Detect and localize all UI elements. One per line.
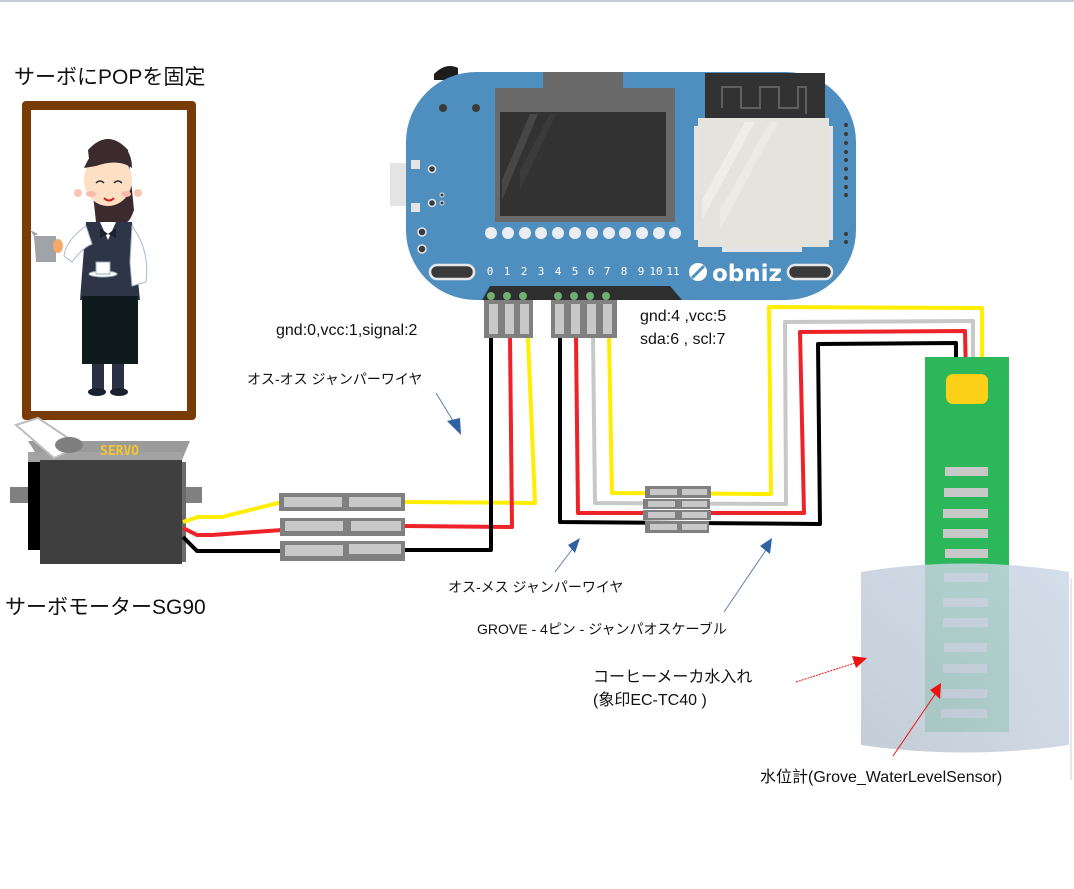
grove-cable-label: GROVE - 4ピン - ジャンパオスケーブル — [477, 621, 727, 637]
waitress-illustration — [30, 139, 148, 396]
callout-line-grove — [723, 546, 769, 613]
pin-label: 5 — [572, 265, 579, 278]
servo-wire-vcc — [182, 526, 283, 537]
arrow-icon — [930, 683, 941, 699]
servo-wire-gnd — [181, 535, 282, 553]
pin-label: 11 — [666, 265, 679, 278]
mount-slot-left — [428, 263, 476, 281]
sensor-wire-vcc — [574, 329, 968, 515]
servo-motor: SERVO — [10, 416, 202, 564]
pin-label: 1 — [504, 265, 511, 278]
pop-frame — [22, 101, 196, 420]
callout-arrows — [435, 392, 772, 613]
male-female-wire-label: オス-メス ジャンパーワイヤ — [448, 579, 624, 595]
led-row — [485, 227, 681, 239]
callout-line-male-male — [435, 392, 456, 425]
jumper-wire-signal — [403, 337, 537, 505]
pop-fix-label: サーボにPOPを固定 — [14, 66, 206, 89]
pin-label: 6 — [588, 265, 595, 278]
water-tank-label-line2: (象印EC-TC40 ) — [593, 692, 707, 709]
water-tank — [861, 563, 1072, 780]
arrow-icon — [760, 538, 772, 554]
sensor-wires — [558, 305, 984, 526]
servo-wire-signal — [182, 500, 283, 524]
servo-shaft — [55, 437, 83, 453]
sensor-pin-assignment: gnd:4 ,vcc:5 sda:6 , scl:7 — [640, 305, 726, 351]
pin-label: 7 — [604, 265, 611, 278]
male-male-jumpers — [279, 493, 405, 561]
servo-body — [40, 460, 182, 564]
arrow-icon — [568, 538, 580, 553]
jumper-wire-vcc — [403, 337, 514, 529]
grove-jumper-housings — [643, 486, 711, 533]
sensor-pin-line2: sda:6 , scl:7 — [640, 331, 726, 348]
pin-label: 3 — [538, 265, 545, 278]
servo-print: SERVO — [100, 444, 139, 459]
sensor-wire-sda — [591, 319, 975, 506]
pin-label: 8 — [621, 265, 628, 278]
water-tank-label: コーヒーメーカ水入れ (象印EC-TC40 ) — [593, 666, 752, 712]
sensor-wire-scl — [607, 305, 984, 496]
usb-port — [390, 163, 406, 206]
obniz-brand: obniz — [712, 261, 782, 287]
arrow-icon — [852, 656, 867, 668]
water-tank-label-line1: コーヒーメーカ水入れ — [593, 669, 753, 686]
jumper-wire-gnd — [404, 338, 493, 552]
obniz-board: 0 1 2 3 4 5 6 7 8 9 10 11 obniz — [390, 66, 856, 300]
sensor-pin-connector — [551, 300, 617, 338]
water-sensor-label: 水位計(Grove_WaterLevelSensor) — [760, 769, 1003, 786]
pin-label: 4 — [555, 265, 562, 278]
servo-pin-assignment: gnd:0,vcc:1,signal:2 — [276, 322, 418, 339]
pin-label: 0 — [487, 265, 494, 278]
male-male-wire-label: オス-オス ジャンパーワイヤ — [247, 371, 423, 387]
top-border-line — [0, 0, 1074, 2]
servo-pin-connector — [484, 300, 533, 338]
pin-label: 2 — [521, 265, 528, 278]
arrow-icon — [447, 418, 461, 435]
pin-label: 9 — [638, 265, 645, 278]
io-pin-labels: 0 1 2 3 4 5 6 7 8 9 10 11 — [487, 265, 680, 278]
sensor-wire-gnd — [558, 338, 958, 526]
mount-slot-right — [786, 263, 834, 281]
callout-line-male-female — [554, 546, 575, 573]
pointer-arrows — [795, 656, 941, 757]
servo-wires — [181, 337, 537, 553]
sensor-pin-line1: gnd:4 ,vcc:5 — [640, 308, 727, 325]
pin-header-bar — [482, 286, 682, 300]
pin-label: 10 — [649, 265, 662, 278]
servo-name-label: サーボモーターSG90 — [5, 596, 206, 619]
sensor-connector — [946, 374, 988, 404]
pointer-line-sensor — [892, 689, 939, 757]
pointer-line-tank — [795, 661, 859, 683]
